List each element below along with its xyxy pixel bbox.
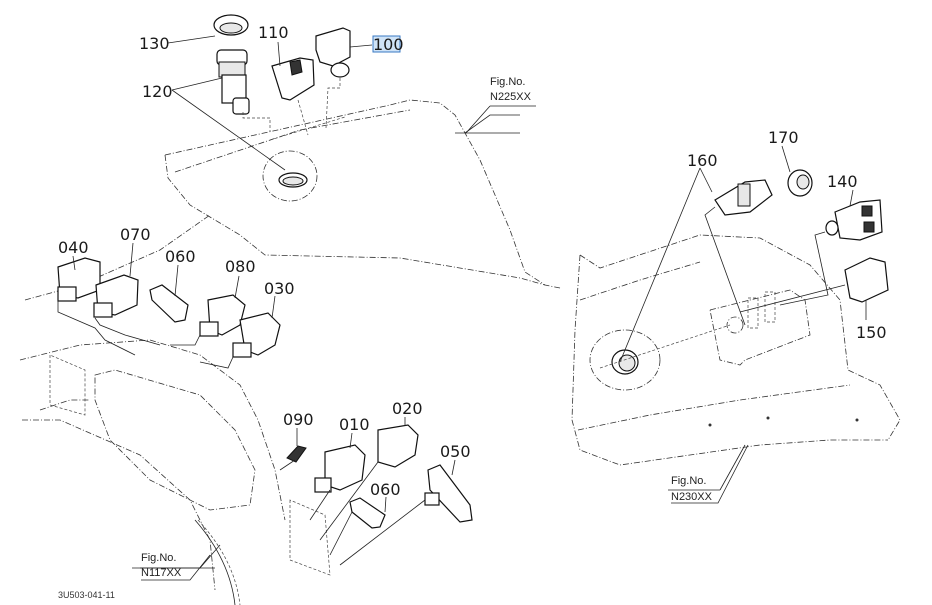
callout-150[interactable]: 150 — [856, 323, 887, 342]
fig-ref-n230xx-line1: Fig.No. — [671, 475, 706, 487]
callout-060-upper[interactable]: 060 — [165, 247, 196, 266]
left-panel-n117xx — [19, 214, 331, 605]
callout-160[interactable]: 160 — [687, 151, 718, 170]
part-130-cap[interactable] — [213, 14, 249, 36]
callout-090[interactable]: 090 — [283, 410, 314, 429]
part-090-lens[interactable] — [286, 445, 307, 463]
part-050-bezel[interactable] — [424, 464, 473, 523]
part-020-switch[interactable] — [377, 424, 419, 468]
callout-030[interactable]: 030 — [264, 279, 295, 298]
part-010-switch[interactable] — [314, 444, 366, 493]
callout-120[interactable]: 120 — [142, 82, 173, 101]
part-150-cover[interactable] — [844, 257, 889, 303]
callout-060-lower[interactable]: 060 — [370, 480, 401, 499]
part-060-cover-upper[interactable] — [149, 284, 189, 323]
part-030-switch[interactable] — [232, 312, 281, 358]
top-panel-n225xx — [164, 99, 561, 289]
document-code: 3U503-041-11 — [58, 590, 115, 600]
part-100-switch[interactable] — [315, 27, 351, 78]
fig-ref-n230xx-line2: N230XX — [671, 491, 713, 503]
callout-110[interactable]: 110 — [258, 23, 289, 42]
callout-050[interactable]: 050 — [440, 442, 471, 461]
fig-ref-n225xx-line1: Fig.No. — [490, 76, 525, 88]
callout-140[interactable]: 140 — [827, 172, 858, 191]
fig-ref-n230xx[interactable]: Fig.No. N230XX — [671, 444, 749, 504]
fig-ref-n117xx-line2: N117XX — [141, 567, 182, 579]
fig-ref-n225xx[interactable]: Fig.No. N225XX — [465, 76, 536, 134]
part-040-switch[interactable] — [57, 257, 101, 302]
callout-010[interactable]: 010 — [339, 415, 370, 434]
part-070-switch[interactable] — [93, 274, 139, 318]
callout-040[interactable]: 040 — [58, 238, 89, 257]
callout-100[interactable]: 100 — [373, 35, 404, 54]
part-080-switch[interactable] — [199, 294, 246, 337]
part-110-switch-cover[interactable] — [271, 57, 315, 101]
part-170-cap[interactable] — [787, 169, 813, 197]
fig-ref-n117xx[interactable]: Fig.No. N117XX — [141, 552, 211, 581]
callout-170[interactable]: 170 — [768, 128, 799, 147]
fig-ref-n225xx-line2: N225XX — [490, 91, 532, 103]
part-140-switch[interactable] — [825, 199, 883, 241]
selected-callout-highlight — [372, 35, 401, 53]
part-120-socket[interactable] — [216, 49, 250, 115]
callout-080[interactable]: 080 — [225, 257, 256, 276]
fig-ref-n117xx-line1: Fig.No. — [141, 552, 176, 564]
part-060-cover-lower[interactable] — [349, 497, 386, 529]
callout-020[interactable]: 020 — [392, 399, 423, 418]
part-160-socket[interactable] — [714, 179, 773, 216]
callout-130[interactable]: 130 — [139, 34, 170, 53]
callout-070[interactable]: 070 — [120, 225, 151, 244]
